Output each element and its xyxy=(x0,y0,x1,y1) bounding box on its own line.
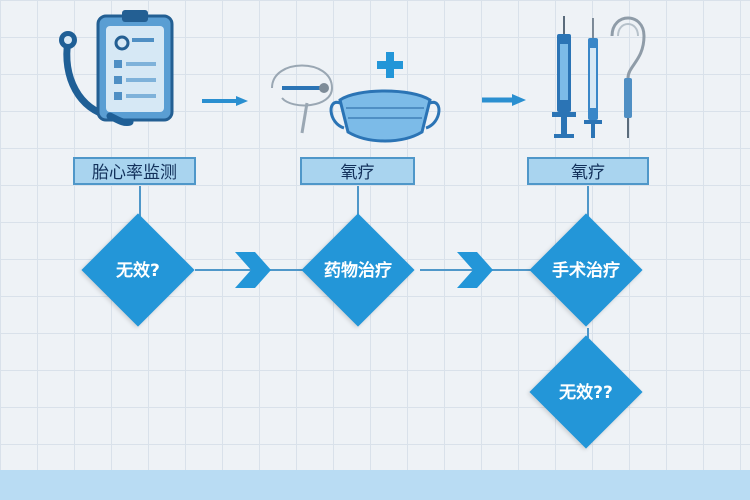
decision-text-2: 药物治疗 xyxy=(324,261,392,281)
connector-d3-d4 xyxy=(587,328,589,338)
clipboard-stethoscope-icon xyxy=(59,10,174,126)
syringes-icon xyxy=(552,16,646,138)
arrow-icon-top-1 xyxy=(202,96,248,106)
connector-step1-d1 xyxy=(139,186,141,228)
connector-step2-d2 xyxy=(357,186,359,228)
arrow-icon-top-2 xyxy=(482,94,526,106)
decision-text-3: 手术治疗 xyxy=(552,261,620,281)
step-label-oxygen-therapy-2: 氧疗 xyxy=(527,157,649,185)
chevron-right-icon-2 xyxy=(457,252,493,288)
chevron-right-icon-1 xyxy=(235,252,271,288)
connector-step3-d3 xyxy=(587,186,589,228)
oxygen-cannula-mask-icon xyxy=(271,52,441,143)
decision-text-1: 无效? xyxy=(116,261,160,281)
bottom-band xyxy=(0,470,750,500)
connector-d1-d2-line xyxy=(195,269,305,271)
decision-text-4: 无效?? xyxy=(559,383,613,403)
step-label-fetal-monitoring: 胎心率监测 xyxy=(73,157,196,185)
step-label-oxygen-therapy-1: 氧疗 xyxy=(300,157,415,185)
